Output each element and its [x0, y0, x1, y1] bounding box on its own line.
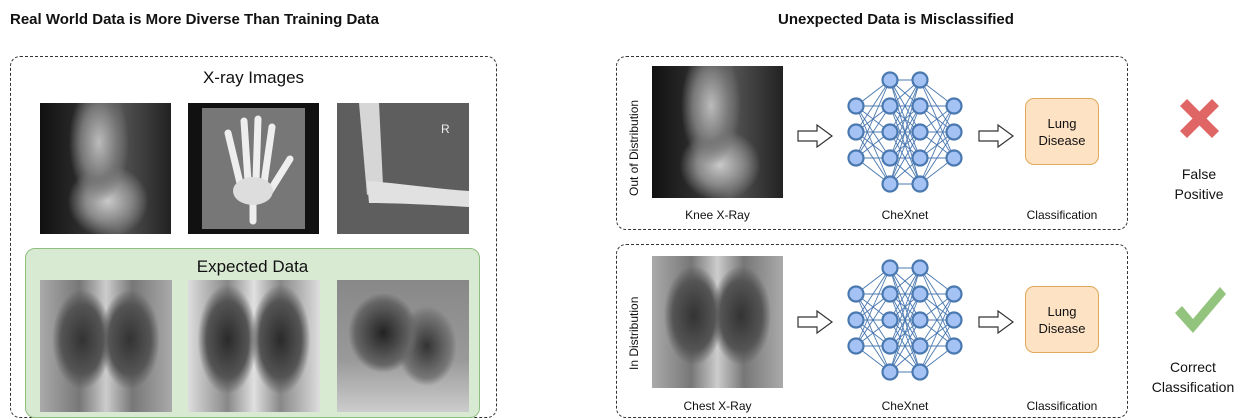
network-node	[883, 313, 898, 328]
ind-model-label: CheXnet	[838, 399, 972, 413]
hand-xray-image	[188, 103, 319, 234]
xray-images-heading: X-ray Images	[10, 68, 497, 88]
ind-chest-xray-image	[652, 256, 783, 388]
ood-side-label: Out of Distribution	[627, 100, 641, 196]
ind-class-label: Classification	[1010, 399, 1114, 413]
network-node	[883, 125, 898, 140]
knee-xray-image	[40, 103, 171, 234]
network-node	[849, 125, 864, 140]
network-node	[947, 287, 962, 302]
arrow-right-icon	[797, 124, 833, 148]
network-node	[883, 339, 898, 354]
ood-class-box: Lung Disease	[1025, 98, 1099, 165]
ood-result-line1: False	[1140, 164, 1254, 184]
right-title: Unexpected Data is Misclassified	[778, 11, 1014, 28]
ind-input-label: Chest X-Ray	[652, 399, 783, 413]
neural-network-icon	[838, 250, 972, 390]
network-edge	[856, 80, 890, 158]
ood-knee-xray-image	[652, 66, 783, 198]
ood-result-line2: Positive	[1140, 184, 1254, 204]
ood-input-label: Knee X-Ray	[652, 208, 783, 222]
network-node	[883, 73, 898, 88]
network-node	[947, 125, 962, 140]
arrow-right-icon	[978, 310, 1014, 334]
network-edge	[856, 268, 890, 346]
ind-class-box-text: Lung Disease	[1035, 303, 1090, 337]
network-node	[913, 313, 928, 328]
elbow-xray-image: R	[337, 103, 469, 234]
network-node	[913, 125, 928, 140]
chest-xray-image-3	[337, 280, 469, 412]
ind-class-box: Lung Disease	[1025, 286, 1099, 353]
ood-model-label: CheXnet	[838, 208, 972, 222]
network-edge	[920, 294, 954, 372]
network-node	[883, 177, 898, 192]
network-node	[913, 339, 928, 354]
network-node	[883, 261, 898, 276]
network-node	[849, 151, 864, 166]
network-node	[947, 313, 962, 328]
ood-class-label: Classification	[1010, 208, 1114, 222]
network-node	[849, 339, 864, 354]
network-node	[913, 99, 928, 114]
arrow-right-icon	[978, 124, 1014, 148]
ind-result-line1: Correct	[1134, 357, 1252, 377]
network-node	[849, 99, 864, 114]
network-node	[883, 151, 898, 166]
cross-icon	[1178, 97, 1221, 140]
check-icon	[1173, 283, 1227, 337]
ind-side-label: In Distribution	[627, 297, 641, 370]
network-node	[883, 365, 898, 380]
network-node	[849, 287, 864, 302]
network-edge	[920, 106, 954, 184]
left-title: Real World Data is More Diverse Than Tra…	[10, 11, 379, 28]
network-node	[913, 287, 928, 302]
chest-xray-image-2	[188, 280, 320, 412]
network-node	[883, 287, 898, 302]
neural-network-icon	[838, 62, 972, 202]
chest-xray-image-1	[40, 280, 172, 412]
network-node	[947, 151, 962, 166]
arrow-right-icon	[797, 310, 833, 334]
network-node	[913, 151, 928, 166]
network-node	[849, 313, 864, 328]
ind-result-line2: Classification	[1134, 377, 1252, 397]
network-node	[947, 99, 962, 114]
ood-class-box-text: Lung Disease	[1035, 115, 1090, 149]
network-node	[913, 261, 928, 276]
network-node	[947, 339, 962, 354]
expected-data-heading: Expected Data	[25, 257, 480, 277]
ood-result-text: False Positive	[1140, 164, 1254, 204]
network-node	[913, 73, 928, 88]
svg-text:R: R	[441, 122, 450, 136]
network-node	[913, 177, 928, 192]
network-node	[913, 365, 928, 380]
network-node	[883, 99, 898, 114]
ind-result-text: Correct Classification	[1134, 357, 1252, 397]
